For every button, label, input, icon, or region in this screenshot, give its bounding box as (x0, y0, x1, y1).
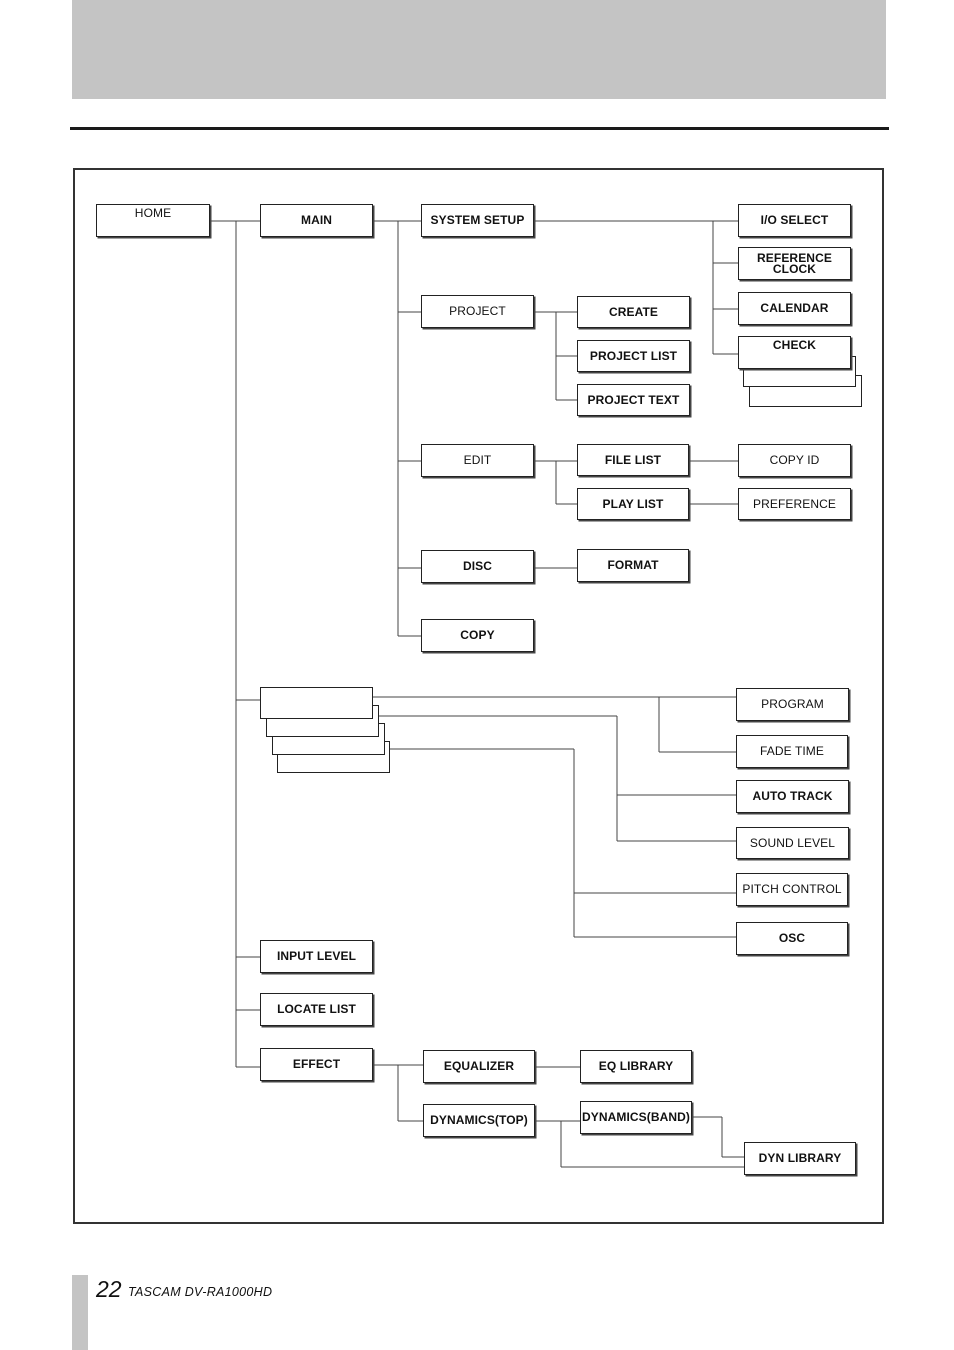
home-node: HOME (96, 204, 210, 237)
effect-node: EFFECT (260, 1048, 373, 1081)
copy-id-node: COPY ID (738, 444, 851, 477)
equalizer-node: EQUALIZER (423, 1050, 535, 1083)
project-text-node: PROJECT TEXT (577, 384, 690, 416)
dyn-library-node: DYN LIBRARY (744, 1142, 856, 1175)
system-setup-node: SYSTEM SETUP (421, 204, 534, 237)
locate-list-node: LOCATE LIST (260, 993, 373, 1026)
header-band (72, 0, 886, 99)
program-node: PROGRAM (736, 688, 849, 721)
footer-bar (72, 1275, 88, 1350)
page-number: 22 (96, 1276, 122, 1302)
dynamics-top-node: DYNAMICS(TOP) (423, 1104, 535, 1137)
check-node: CHECK (738, 336, 851, 369)
preference-node: PREFERENCE (738, 488, 851, 520)
play-list-node: PLAY LIST (577, 488, 689, 520)
diagram-frame (73, 168, 884, 1224)
osc-node: OSC (736, 922, 848, 955)
dynamics-band-node: DYNAMICS(BAND) (580, 1101, 692, 1134)
calendar-node: CALENDAR (738, 292, 851, 325)
fade-time-node: FADE TIME (736, 735, 848, 768)
auto-track-node: AUTO TRACK (736, 780, 849, 813)
project-list-node: PROJECT LIST (577, 340, 690, 372)
mode-stack-1 (260, 687, 373, 719)
project-node: PROJECT (421, 295, 534, 328)
main-node: MAIN (260, 204, 373, 237)
reference-clock-node: REFERENCE CLOCK (738, 247, 851, 280)
pitch-control-node: PITCH CONTROL (736, 873, 848, 906)
model-name: TASCAM DV-RA1000HD (128, 1285, 273, 1299)
input-level-node: INPUT LEVEL (260, 940, 373, 973)
disc-node: DISC (421, 550, 534, 583)
header-rule (70, 127, 889, 130)
edit-node: EDIT (421, 444, 534, 477)
create-node: CREATE (577, 296, 690, 328)
format-node: FORMAT (577, 549, 689, 582)
file-list-node: FILE LIST (577, 444, 689, 476)
copy-node: COPY (421, 619, 534, 652)
eq-library-node: EQ LIBRARY (580, 1050, 692, 1083)
sound-level-node: SOUND LEVEL (736, 827, 849, 859)
io-select-node: I/O SELECT (738, 204, 851, 237)
